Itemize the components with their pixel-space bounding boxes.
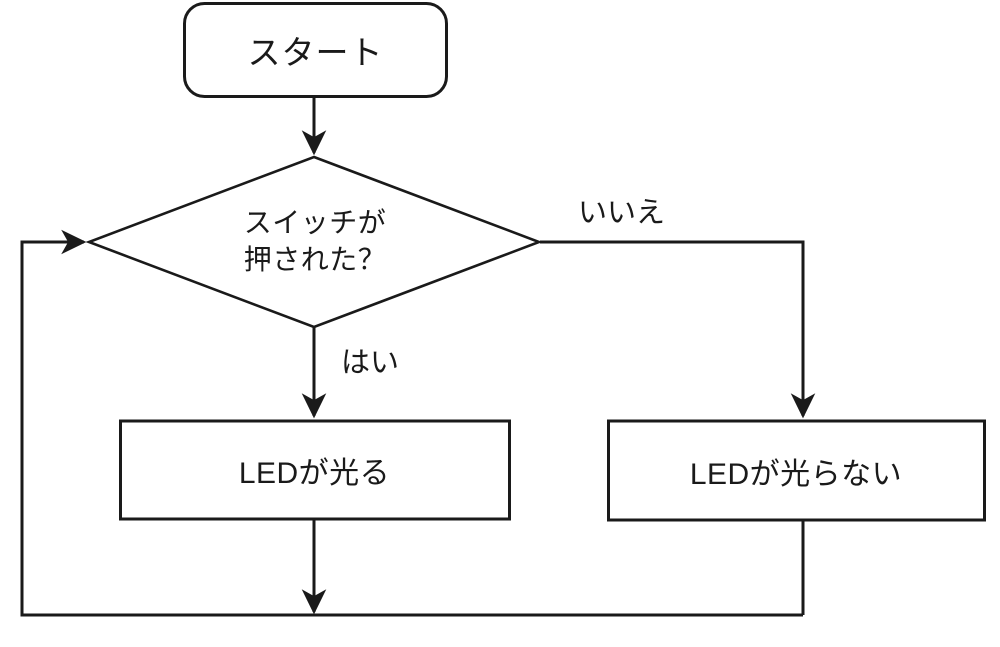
edge-loop-back-to-decision bbox=[20, 229, 803, 617]
edge-decision-no bbox=[540, 240, 816, 419]
node-process-no-shape bbox=[607, 419, 986, 522]
node-decision-shape bbox=[85, 155, 543, 329]
node-start-shape bbox=[183, 2, 448, 98]
node-process-yes-shape bbox=[119, 419, 511, 521]
